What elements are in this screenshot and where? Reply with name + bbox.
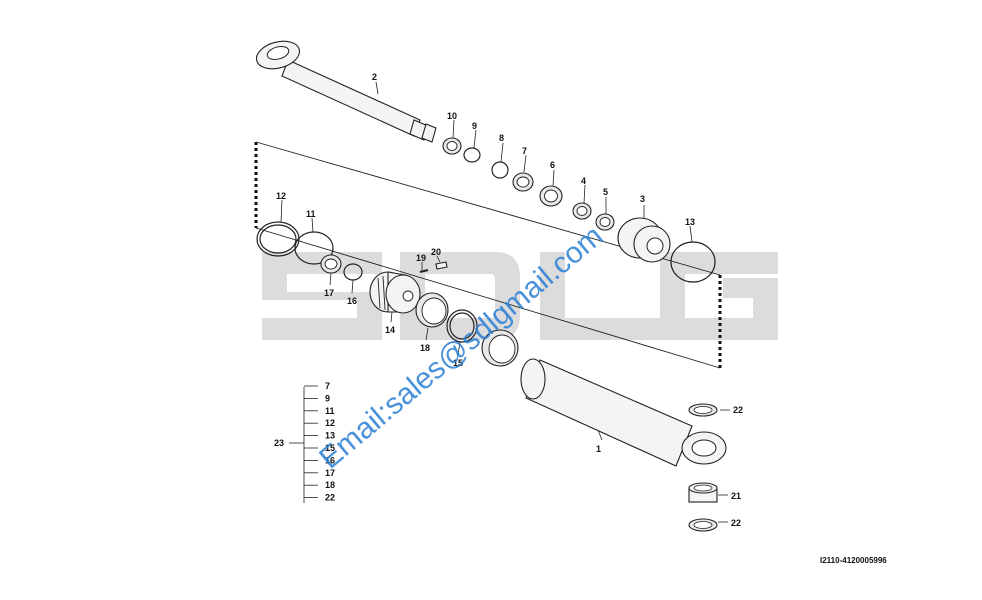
kit-item: 11: [325, 406, 335, 416]
piston-outer-rings: [415, 292, 519, 367]
cylinder-tube: [520, 358, 727, 467]
kit-item: 12: [325, 418, 335, 428]
kit-label: 23: [274, 438, 284, 448]
label-part-20: 20: [431, 247, 441, 257]
label-part-4: 4: [581, 176, 586, 186]
label-part-19: 19: [416, 253, 426, 263]
label-part-16: 16: [347, 296, 357, 306]
label-part-10: 10: [447, 111, 457, 121]
label-part-11: 11: [306, 209, 316, 219]
kit-list: 23 7 9 11 12 13 15 16 17 18 22: [274, 381, 335, 503]
kit-item: 7: [325, 381, 330, 391]
label-part-15: 15: [453, 358, 463, 368]
label-part-14: 14: [385, 325, 395, 335]
kit-item: 16: [325, 455, 335, 465]
o-ring-13: [670, 241, 716, 283]
label-part-7: 7: [522, 146, 527, 156]
label-part-1: 1: [596, 444, 601, 454]
label-part-18: 18: [420, 343, 430, 353]
label-part-5: 5: [603, 187, 608, 197]
label-part-17: 17: [324, 288, 334, 298]
kit-item: 15: [325, 443, 335, 453]
kit-item: 22: [325, 493, 335, 503]
label-part-22-bottom: 22: [731, 518, 741, 528]
kit-item: 17: [325, 468, 335, 478]
piston-rod: [255, 40, 437, 143]
part-labels: 1 2 3 4 5 6 7 8 9 10 11 12 13 14 15 16 1…: [276, 72, 743, 528]
piston: [369, 271, 421, 314]
kit-item: 9: [325, 393, 330, 403]
bushings-and-seals: [688, 403, 718, 532]
cylinder-head: [617, 217, 671, 263]
label-part-13: 13: [685, 217, 695, 227]
label-part-3: 3: [640, 194, 645, 204]
label-part-2: 2: [372, 72, 377, 82]
label-part-21: 21: [731, 491, 741, 501]
label-part-9: 9: [472, 121, 477, 131]
label-part-8: 8: [499, 133, 504, 143]
piston-seal-set: [256, 221, 363, 281]
rod-seal-set: [442, 137, 615, 231]
kit-item: 13: [325, 431, 335, 441]
label-part-6: 6: [550, 160, 555, 170]
leader-lines: [280, 81, 730, 523]
label-part-22-top: 22: [733, 405, 743, 415]
label-part-12: 12: [276, 191, 286, 201]
kit-item: 18: [325, 480, 335, 490]
set-screw-and-pin: [419, 261, 448, 273]
drawing-code: I2110-4120005996: [820, 556, 887, 565]
